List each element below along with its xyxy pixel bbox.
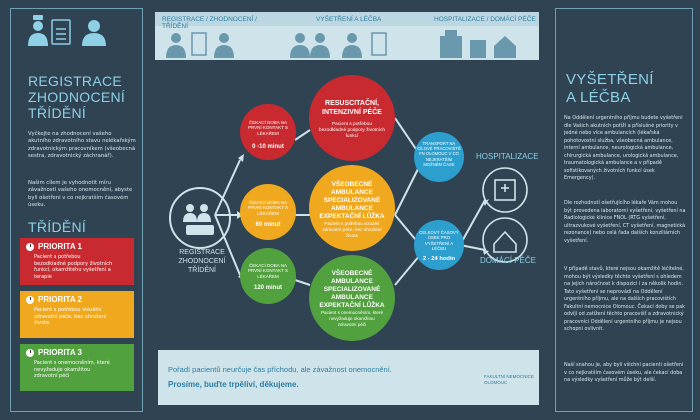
hospitalizace-label: HOSPITALIZACE — [476, 152, 539, 161]
header-hospitalizace: HOSPITALIZACE / DOMÁCÍ PÉČE — [434, 16, 536, 23]
resuscitation-circle — [309, 75, 395, 161]
patients-icon — [183, 204, 214, 235]
clock-icon — [26, 242, 34, 251]
right-title: VYŠETŘENÍ A LÉČBA — [566, 71, 654, 107]
footer-line-2: Prosíme, buďte trpěliví, děkujeme. — [168, 380, 299, 389]
green-ambulance-title: VŠEOBECNÉ AMBULANCE SPECIALIZOVANÉ AMBUL… — [319, 270, 385, 309]
resuscitation-title: RESUSCITAČNÍ, INTENZIVNÍ PÉČE — [322, 100, 382, 116]
wait-value-green: 120 minut — [253, 285, 282, 291]
left-title: REGISTRACE ZHODNOCENÍ TŘÍDĚNÍ — [28, 73, 125, 121]
clock-icon — [26, 295, 34, 304]
wait-value-red: 0 -10 minut — [252, 144, 284, 150]
wait-value-yellow: 60 minut — [255, 222, 281, 228]
header-vysetreni: VYŠETŘENÍ A LÉČBA — [316, 16, 382, 23]
right-title-line: VYŠETŘENÍ — [566, 71, 654, 88]
wait-text-green: ČEKACÍ DOBA NA PRVNÍ KONTAKT S LÉKAŘEM — [247, 263, 288, 279]
right-panel — [555, 8, 693, 412]
wait-circle-green — [240, 248, 296, 304]
left-intro-2: Našim cílem je vyhodnotit míru závažnost… — [28, 180, 133, 209]
priority-label: PRIORITA 2 — [38, 295, 83, 304]
priority-2-card: PRIORITA 2 Pacient s potřebou vizuální z… — [20, 291, 134, 338]
doctor-icon — [82, 20, 106, 46]
resuscitation-text: Pacient s potřebou bezodkladné podpory ž… — [318, 122, 386, 139]
yellow-ambulance-title: VŠEOBECNÉ AMBULANCE SPECIALIZOVANÉ AMBUL… — [319, 181, 385, 220]
logo-text: FAKULTNÍ NEMOCNICE OLOMOUC — [484, 374, 534, 385]
priority-text: Pacient s onemocněním, které nevyžaduje … — [34, 360, 110, 380]
hub-label-line: ZHODNOCENÍ — [178, 258, 226, 265]
right-paragraph-3: V případě stavů, které nejsou okamžitě l… — [564, 266, 686, 332]
priority-1-card: PRIORITA 1 Pacient s potřebou bezodkladn… — [20, 238, 134, 285]
green-ambulance-circle — [309, 255, 395, 341]
hub-circle — [169, 187, 231, 249]
left-title-line: TŘÍDĚNÍ — [28, 105, 87, 121]
wait-text-yellow: ČEKACÍ DOBA NA PRVNÍ KONTAKT S LÉKAŘEM — [247, 200, 288, 216]
left-intro-1: Vyčkejte na zhodnocení vašeho akutního z… — [28, 131, 136, 160]
wait-circle-yellow — [240, 184, 296, 240]
total-time-value: 2 - 24 hodin — [422, 256, 456, 262]
home-icon — [482, 217, 528, 263]
header-icons — [166, 30, 516, 58]
right-title-line: A LÉČBA — [566, 89, 631, 106]
transport-circle — [414, 132, 464, 182]
yellow-ambulance-text: Pacient s potřebou vizuální zdravotní pé… — [322, 221, 382, 238]
total-time-text: CELKOVÝ ČASOVÝ ÚSEK PRO VYŠETŘENÍ A LÉČB… — [419, 230, 459, 251]
green-ambulance-text: Pacient s onemocněním, které nevyžaduje … — [320, 310, 384, 327]
yellow-ambulance-circle — [309, 165, 395, 251]
triage-title: TŘÍDĚNÍ — [28, 219, 87, 235]
right-paragraph-2: Dle rozhodnutí ošetřujícího lékaře Vám m… — [564, 200, 686, 244]
wait-text-red: ČEKACÍ DOBA NA PRVNÍ KONTAKT S LÉKAŘEM — [247, 120, 288, 136]
domaci-pece-label: DOMÁCÍ PÉČE — [480, 256, 537, 265]
total-time-circle — [414, 220, 464, 270]
hub-label: REGISTRACE ZHODNOCENÍ TŘÍDĚNÍ — [162, 248, 242, 275]
left-title-line: REGISTRACE — [28, 73, 123, 89]
footer-bar — [158, 350, 539, 405]
wait-circle-red — [240, 104, 296, 160]
transport-text: TRANSPORT NA CÍLOVÉ PRACOVIŠTĚ FN OLOMOU… — [417, 141, 461, 167]
hospital-icon — [482, 167, 528, 213]
header-registrace: REGISTRACE / ZHODNOCENÍ / TŘÍDĚNÍ — [162, 16, 257, 30]
right-paragraph-1: Na Oddělení urgentního příjmu budete vyš… — [564, 115, 683, 181]
priority-text: Pacient s potřebou vizuální zdravotní pé… — [34, 307, 107, 327]
priority-label: PRIORITA 3 — [38, 348, 83, 357]
footer-line-1: Pořadí pacientů neurčuje čas příchodu, a… — [168, 365, 392, 374]
left-title-line: ZHODNOCENÍ — [28, 89, 126, 105]
priority-label: PRIORITA 1 — [38, 242, 83, 251]
clipboard-icon — [51, 19, 71, 45]
nurse-icon — [28, 15, 48, 46]
hub-label-line: REGISTRACE — [179, 249, 225, 256]
right-paragraph-4: Naší snahou je, aby byli všichni pacient… — [564, 362, 684, 383]
clock-icon — [26, 348, 34, 357]
priority-text: Pacient s potřebou bezodkladné podpory ž… — [34, 254, 113, 280]
priority-3-card: PRIORITA 3 Pacient s onemocněním, které … — [20, 344, 134, 391]
hub-label-line: TŘÍDĚNÍ — [188, 267, 216, 274]
